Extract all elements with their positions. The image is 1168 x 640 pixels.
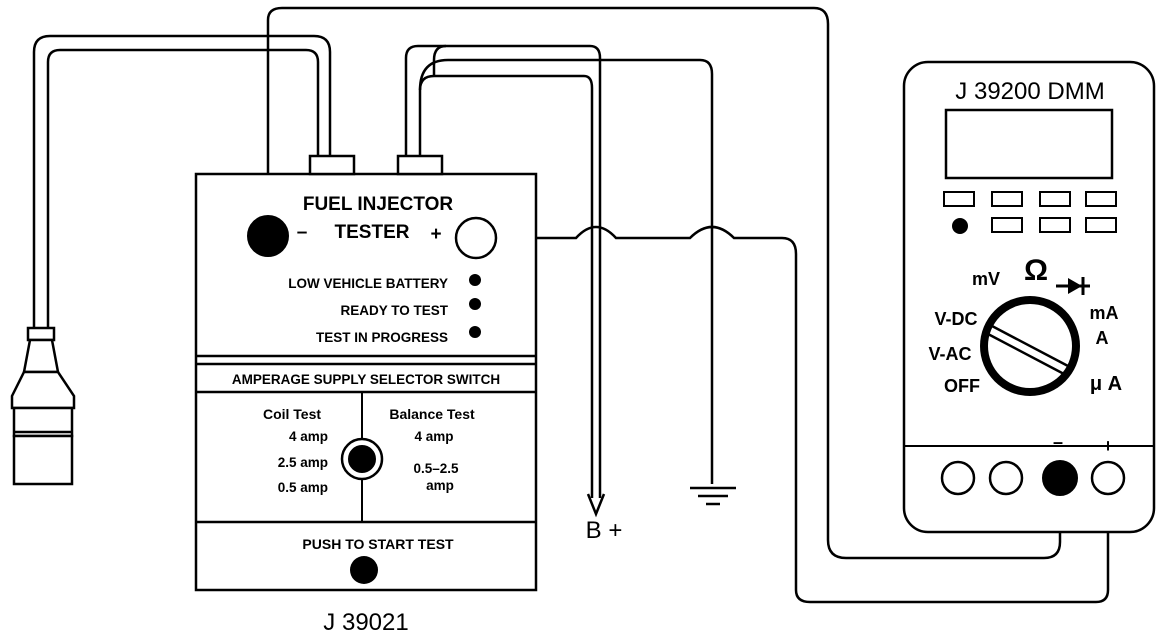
tester-negative-terminal[interactable] [247, 215, 289, 257]
coil-test-value-0-5: 0.5 amp [278, 480, 328, 495]
ground-symbol [690, 486, 736, 506]
dmm-button[interactable] [1039, 191, 1071, 207]
selector-header: AMPERAGE SUPPLY SELECTOR SWITCH [232, 372, 500, 387]
dmm-ohm-label: Ω [1024, 254, 1048, 287]
dmm-button[interactable] [1085, 191, 1117, 207]
tester-positive-terminal[interactable] [454, 216, 498, 260]
tester-title-line2: TESTER [335, 222, 410, 243]
tester-title-line1: FUEL INJECTOR [303, 194, 454, 215]
dmm-minus-label: – [1053, 432, 1063, 452]
dmm-display [944, 108, 1114, 180]
negative-lead [266, 6, 1062, 560]
tester-model-label: J 39021 [323, 609, 408, 636]
dmm-title: J 39200 DMM [955, 78, 1104, 105]
diode-icon [1056, 277, 1090, 295]
dmm-plus-label: + [1103, 436, 1114, 456]
harness-port [308, 154, 356, 176]
indicator-ready-led [469, 298, 481, 310]
dmm-mv-label: mV [972, 269, 1000, 289]
push-to-start-button[interactable] [350, 556, 378, 584]
dmm-power-dot [952, 218, 968, 234]
ground-lead [418, 44, 714, 484]
indicator-low-battery-label: LOW VEHICLE BATTERY [288, 276, 448, 291]
indicator-progress-led [469, 326, 481, 338]
injector-harness [32, 34, 332, 330]
indicator-ready-label: READY TO TEST [340, 303, 448, 318]
dmm-rotary-dial[interactable] [980, 296, 1080, 396]
balance-test-range: 0.5–2.5 [413, 461, 459, 476]
dmm-jack-1[interactable] [940, 460, 976, 496]
tester-plus-label: + [430, 224, 441, 245]
dmm-button[interactable] [1039, 217, 1071, 233]
push-to-start-label: PUSH TO START TEST [302, 536, 454, 552]
dmm-negative-jack[interactable] [1042, 460, 1078, 496]
fuel-injector-tester: FUEL INJECTOR TESTER – + LOW VEHICLE BAT… [194, 154, 538, 592]
selector-switch-knob[interactable] [348, 445, 376, 473]
dmm-ma-label: mA [1089, 303, 1118, 323]
balance-test-range-unit: amp [426, 478, 454, 493]
dmm-button[interactable] [943, 191, 975, 207]
dmm-buttons [943, 191, 1117, 233]
dmm-button[interactable] [991, 217, 1023, 233]
indicator-low-battery-led [469, 274, 481, 286]
injector-connector [10, 326, 76, 486]
dmm-button[interactable] [991, 191, 1023, 207]
balance-test-value-4: 4 amp [414, 429, 453, 444]
dmm-button[interactable] [1085, 217, 1117, 233]
dmm-vac-label: V-AC [928, 344, 971, 364]
dmm-a-label: A [1096, 328, 1109, 348]
balance-test-title: Balance Test [389, 406, 475, 422]
coil-test-title: Coil Test [263, 406, 321, 422]
dmm-off-label: OFF [944, 376, 980, 396]
positive-lead [496, 225, 1110, 604]
coil-test-value-2-5: 2.5 amp [278, 455, 328, 470]
dmm-vdc-label: V-DC [934, 309, 977, 329]
indicator-progress-label: TEST IN PROGRESS [316, 330, 448, 345]
battery-positive-label: B + [586, 517, 623, 544]
digital-multimeter: J 39200 DMM mV Ω V-DC V-AC OFF mA A μ A [902, 60, 1156, 534]
dmm-ua-label: μ A [1090, 373, 1122, 395]
power-port [396, 154, 444, 176]
coil-test-value-4: 4 amp [289, 429, 328, 444]
tester-minus-label: – [297, 222, 308, 243]
dmm-positive-jack[interactable] [1090, 460, 1126, 496]
dmm-jack-2[interactable] [988, 460, 1024, 496]
